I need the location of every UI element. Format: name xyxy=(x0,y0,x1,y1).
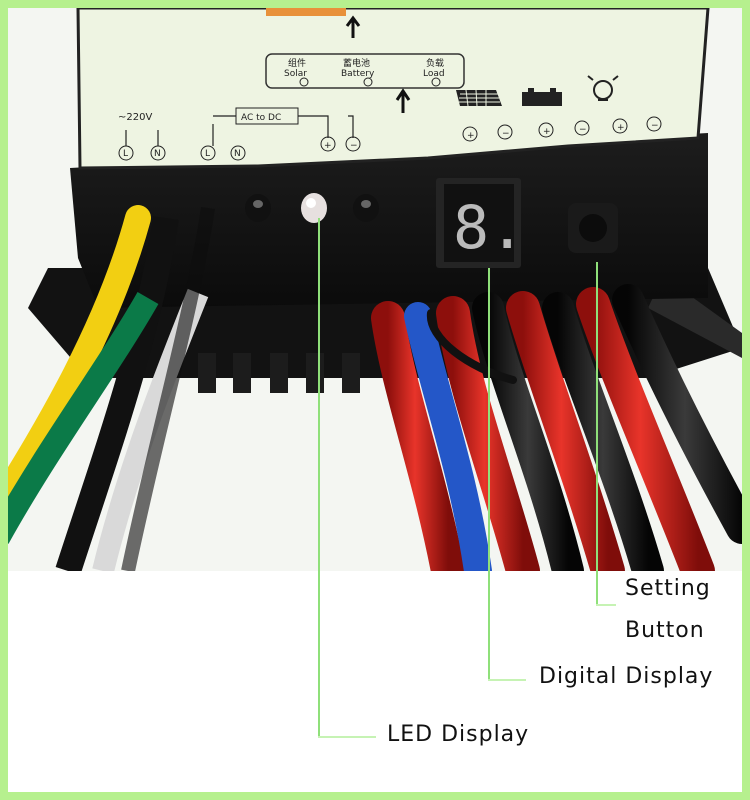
svg-text:−: − xyxy=(502,129,510,139)
led-indicator-lit xyxy=(301,193,327,223)
digital-display-leader xyxy=(488,268,490,681)
svg-text:+: + xyxy=(324,141,332,151)
load-cn-label: 负载 xyxy=(426,57,444,69)
solar-indicator xyxy=(299,77,309,87)
ac-wires xyxy=(8,205,215,571)
led-display-leader-tick xyxy=(318,736,376,738)
arrow-up-icon xyxy=(395,88,411,113)
load-label: Load xyxy=(423,69,445,79)
setting-label: Setting xyxy=(625,576,711,601)
controller-photo: 组件 Solar 蓄电池 Battery 负载 Load ~220V AC to… xyxy=(8,8,742,571)
controller-housing xyxy=(70,133,708,308)
digital-display-label: Digital Display xyxy=(539,664,714,689)
ac-to-dc-label: AC to DC xyxy=(241,113,281,123)
terminal-pins: L N L N + − xyxy=(118,136,361,161)
svg-text:−: − xyxy=(350,141,358,151)
solar-cn-label: 组件 xyxy=(288,57,306,69)
svg-text:+: + xyxy=(467,131,475,141)
svg-text:L: L xyxy=(123,149,128,159)
setting-button-leader xyxy=(596,262,598,606)
svg-text:−: − xyxy=(579,125,587,135)
battery-icon xyxy=(522,92,562,106)
battery-label: Battery xyxy=(341,69,375,79)
arrow-up-icon xyxy=(345,15,361,38)
svg-text:+: + xyxy=(617,123,625,133)
button-label: Button xyxy=(625,618,705,643)
svg-text:N: N xyxy=(154,149,161,159)
panel-orange-strip xyxy=(266,8,346,16)
solar-panel-icon xyxy=(456,89,502,107)
battery-indicator xyxy=(363,77,373,87)
led-display-leader xyxy=(318,218,320,738)
setting-button-knob[interactable] xyxy=(579,214,607,242)
svg-text:+: + xyxy=(543,127,551,137)
led-display-label: LED Display xyxy=(387,722,530,747)
terminal-lines xyxy=(125,115,354,146)
svg-text:L: L xyxy=(205,149,210,159)
digital-display-leader-tick xyxy=(488,679,526,681)
svg-text:−: − xyxy=(651,121,659,131)
output-terminals: + − + − + − xyxy=(462,116,662,142)
setting-button-leader-tick xyxy=(596,604,616,606)
solar-label: Solar xyxy=(284,69,307,79)
status-box xyxy=(265,53,465,89)
ac-input-label: ~220V xyxy=(118,112,152,123)
load-indicator xyxy=(431,77,441,87)
seven-segment-digit: 8. xyxy=(453,193,525,263)
svg-text:N: N xyxy=(234,149,241,159)
battery-cn-label: 蓄电池 xyxy=(343,57,370,69)
